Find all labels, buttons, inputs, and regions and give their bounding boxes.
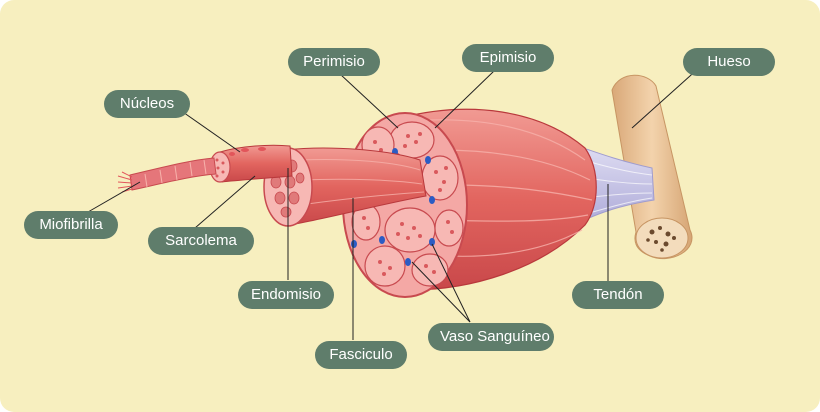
muscle-fiber	[209, 144, 293, 183]
label-endomisio: Endomisio	[238, 281, 334, 309]
leader-lines	[87, 66, 701, 340]
myofibril	[117, 157, 217, 193]
label-nucleos: Núcleos	[104, 90, 190, 118]
label-vaso-sanguineo: Vaso Sanguíneo	[428, 323, 554, 351]
label-epimisio: Epimisio	[462, 44, 554, 72]
label-perimisio: Perimisio	[288, 48, 380, 76]
label-hueso: Hueso	[683, 48, 775, 76]
label-tendon: Tendón	[572, 281, 664, 309]
bone	[611, 74, 693, 260]
label-sarcolema: Sarcolema	[148, 227, 254, 255]
label-miofibrilla: Miofibrilla	[24, 211, 118, 239]
label-fasciculo: Fasciculo	[315, 341, 407, 369]
